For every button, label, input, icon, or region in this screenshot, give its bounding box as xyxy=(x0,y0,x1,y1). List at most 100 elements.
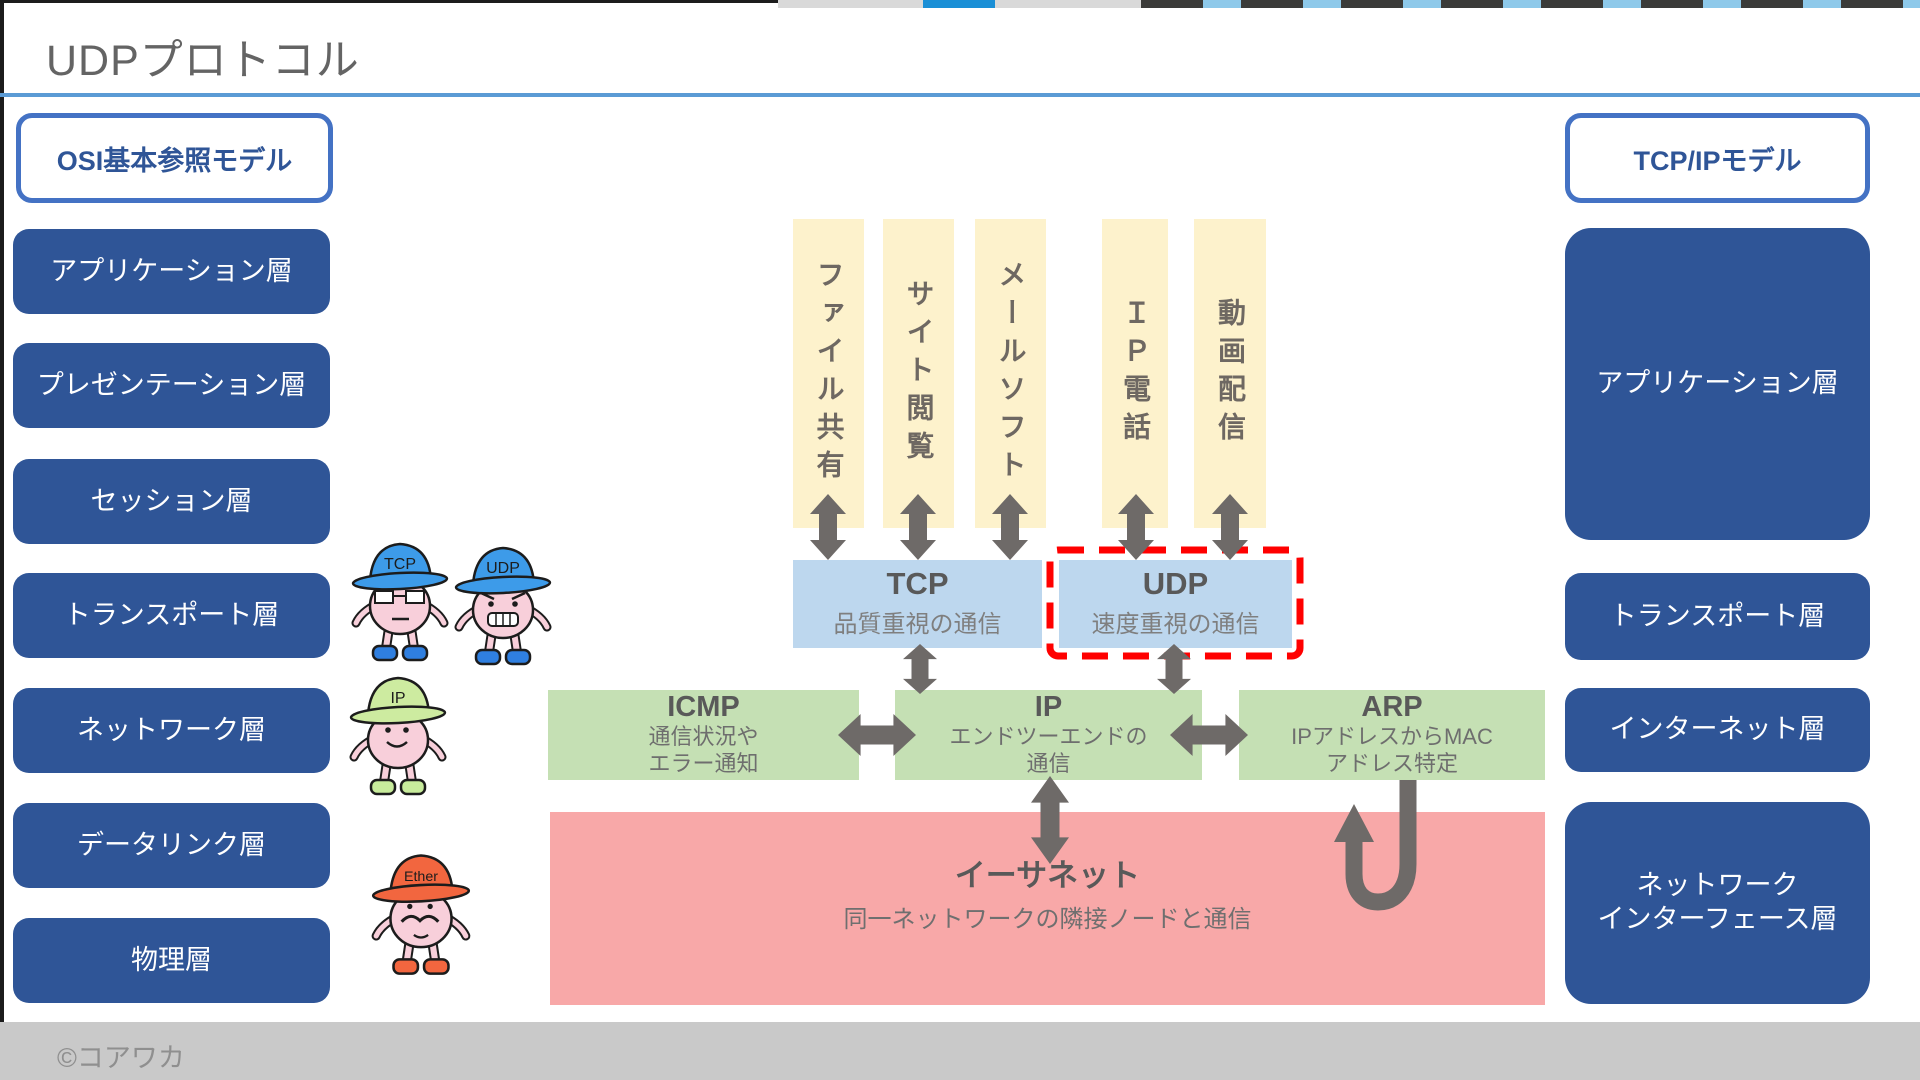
slide-top-border xyxy=(0,0,780,3)
tcpip-model-header-label: TCP/IPモデル xyxy=(1633,145,1802,176)
osi-layer-network: ネットワーク層 xyxy=(13,688,330,773)
ip-label: IP xyxy=(1034,691,1063,723)
tcp-desc: 品質重視の通信 xyxy=(833,611,1002,638)
updown-arrow-web-tcp xyxy=(900,494,936,560)
layer-label: ネットワーク層 xyxy=(77,714,266,745)
ether-shoe xyxy=(422,958,450,975)
mascot-ip: IP xyxy=(349,676,447,796)
layer-label: ネットワーク インターフェース層 xyxy=(1597,869,1837,937)
ip-desc-line2: 通信 xyxy=(1026,750,1071,776)
icmp-box: ICMP 通信状況や エラー通知 xyxy=(548,690,859,780)
app-box-file-sharing: ファイル共有 xyxy=(793,219,864,528)
udp-box: UDP 速度重視の通信 xyxy=(1059,560,1292,648)
tcp-shoe xyxy=(401,644,429,662)
icmp-label: ICMP xyxy=(667,691,740,723)
tcpip-layer-internet: インターネット層 xyxy=(1565,688,1870,772)
tcp-cap-label: TCP xyxy=(384,556,416,573)
ether-shoe xyxy=(392,958,420,975)
layer-label: プレゼンテーション層 xyxy=(36,369,307,400)
layer-label: 物理層 xyxy=(131,944,212,975)
ether-mustache xyxy=(400,914,440,923)
ip-box: IP エンドツーエンドの 通信 xyxy=(895,690,1202,780)
osi-layer-session: セッション層 xyxy=(13,459,330,544)
udp-cap-label: UDP xyxy=(486,560,520,577)
tcp-glasses xyxy=(374,590,394,604)
layer-label: トランスポート層 xyxy=(1609,600,1826,631)
updown-arrow-video-udp xyxy=(1212,494,1248,560)
osi-layer-datalink: データリンク層 xyxy=(13,803,330,888)
top-strip-progress xyxy=(923,0,995,8)
osi-model-header: OSI基本参照モデル xyxy=(16,113,333,203)
arp-desc: IPアドレスからMAC アドレス特定 xyxy=(1239,724,1545,778)
udp-desc: 速度重視の通信 xyxy=(1091,611,1260,638)
app-box-mail-software: メールソフト xyxy=(975,219,1046,528)
icmp-desc: 通信状況や エラー通知 xyxy=(548,724,859,778)
icmp-desc-line2: エラー通知 xyxy=(648,750,759,776)
tcpip-layer-application: アプリケーション層 xyxy=(1565,228,1870,540)
osi-layer-physical: 物理層 xyxy=(13,918,330,1003)
slide-left-border xyxy=(0,0,4,1022)
layer-label: トランスポート層 xyxy=(63,599,280,630)
tcp-shoe xyxy=(371,644,399,662)
udp-label: UDP xyxy=(1142,566,1209,601)
tcpip-model-header: TCP/IPモデル xyxy=(1565,113,1870,203)
layer-label-line1: ネットワーク xyxy=(1636,870,1799,901)
osi-layer-transport: トランスポート層 xyxy=(13,573,330,658)
app-label: ＩＰ電話 xyxy=(1120,297,1151,450)
top-strip-segment xyxy=(778,0,923,8)
osi-layer-presentation: プレゼンテーション層 xyxy=(13,343,330,428)
mascot-ether: Ether xyxy=(371,854,471,975)
udp-highlight-dashed-border xyxy=(1046,546,1304,660)
ip-cap-label: IP xyxy=(390,690,405,707)
leftright-arrow-icmp-ip xyxy=(838,714,916,756)
app-box-video-streaming: 動画配信 xyxy=(1194,219,1266,528)
ethernet-label: イーサネット xyxy=(954,858,1141,893)
updown-arrow-ipphone-udp xyxy=(1118,494,1154,560)
footer-copyright: ©コアワカ xyxy=(57,1043,185,1073)
top-strip-thumbnails xyxy=(1141,0,1920,8)
app-box-ip-phone: ＩＰ電話 xyxy=(1102,219,1168,528)
app-box-web-browsing: サイト閲覧 xyxy=(883,219,954,528)
page-title: UDPプロトコル xyxy=(46,37,360,85)
ip-desc-line1: エンドツーエンドの xyxy=(949,724,1148,749)
leftright-arrow-ip-arp xyxy=(1170,714,1248,756)
ether-cap-label: Ether xyxy=(404,869,438,885)
tcpip-layer-network-interface: ネットワーク インターフェース層 xyxy=(1565,802,1870,1004)
tcp-label: TCP xyxy=(886,566,949,601)
app-label: ファイル共有 xyxy=(813,259,845,488)
uturn-arrow-arp-ethernet xyxy=(1334,780,1417,911)
tcp-box: TCP 品質重視の通信 xyxy=(793,560,1042,648)
updown-arrow-file-tcp xyxy=(810,494,846,560)
arp-desc-line1: IPアドレスからMAC xyxy=(1291,724,1493,749)
arp-label: ARP xyxy=(1361,691,1423,723)
mascot-udp: UDP xyxy=(454,546,552,666)
title-divider xyxy=(0,93,1920,97)
osi-layer-application: アプリケーション層 xyxy=(13,229,330,314)
layer-label: インターネット層 xyxy=(1609,714,1826,745)
ethernet-desc: 同一ネットワークの隣接ノードと通信 xyxy=(843,906,1252,933)
icmp-desc-line1: 通信状況や xyxy=(648,724,759,749)
udp-shoe xyxy=(474,648,502,666)
layer-label-line2: インターフェース層 xyxy=(1597,904,1838,934)
app-label: メールソフト xyxy=(995,259,1027,488)
footer-bar xyxy=(0,1022,1920,1080)
updown-arrow-udp-ip xyxy=(1157,644,1191,694)
layer-label: アプリケーション層 xyxy=(1596,368,1839,399)
arp-desc-line2: アドレス特定 xyxy=(1325,750,1458,776)
ip-shoe xyxy=(369,778,397,796)
tcpip-layer-transport: トランスポート層 xyxy=(1565,573,1870,660)
layer-label: データリンク層 xyxy=(77,829,266,860)
updown-arrow-mail-tcp xyxy=(992,494,1028,560)
arp-box: ARP IPアドレスからMAC アドレス特定 xyxy=(1239,690,1545,780)
layer-label: アプリケーション層 xyxy=(50,255,293,286)
osi-model-header-label: OSI基本参照モデル xyxy=(56,145,293,176)
ip-desc: エンドツーエンドの 通信 xyxy=(895,724,1202,778)
ip-shoe xyxy=(399,778,427,796)
layer-label: セッション層 xyxy=(90,485,253,516)
mascot-tcp: TCP xyxy=(351,542,449,662)
udp-shoe xyxy=(504,648,532,666)
app-label: サイト閲覧 xyxy=(903,278,935,469)
app-label: 動画配信 xyxy=(1215,297,1246,450)
top-strip-segment xyxy=(995,0,1141,8)
updown-arrow-tcp-ip xyxy=(903,644,937,694)
